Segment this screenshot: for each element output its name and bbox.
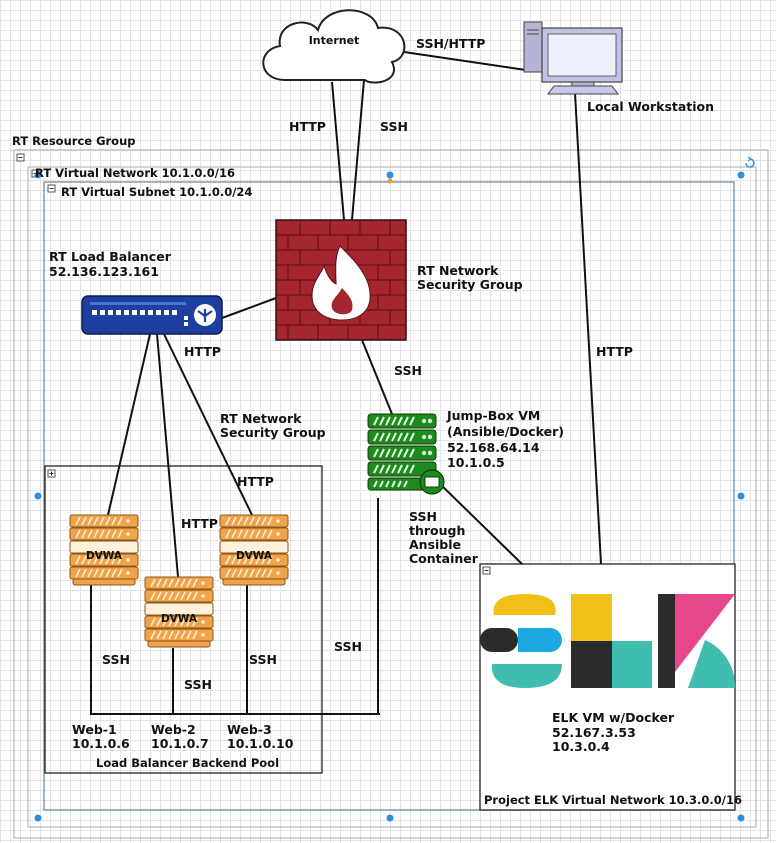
conn-label: HTTP <box>596 344 633 359</box>
line-nsg-jumpbox <box>361 339 393 415</box>
line-lb-web3 <box>163 333 253 516</box>
web-3-server-icon[interactable] <box>219 514 289 586</box>
conn-label: SSH <box>409 509 437 524</box>
conn-label: Ansible <box>409 537 461 552</box>
rotate-icon[interactable] <box>745 158 755 168</box>
internet-cloud-icon[interactable] <box>262 9 406 84</box>
web-3-app-label: DVWA <box>236 550 273 562</box>
resource-group-box <box>13 149 769 839</box>
load-balancer-icon[interactable] <box>81 295 223 335</box>
rotate-handle[interactable] <box>387 178 393 184</box>
elk-private-ip: 10.3.0.4 <box>552 739 610 754</box>
expand-icon[interactable] <box>47 469 56 478</box>
load-balancer-ip: 52.136.123.161 <box>49 264 159 279</box>
jumpbox-public-ip: 52.168.64.14 <box>447 440 540 455</box>
conn-label: through <box>409 523 465 538</box>
jumpbox-sub: (Ansible/Docker) <box>447 424 564 439</box>
collapse-icon[interactable] <box>16 153 25 162</box>
conn-label: HTTP <box>184 344 221 359</box>
conn-label: SSH <box>184 677 212 692</box>
conn-label: SSH <box>334 639 362 654</box>
conn-label: HTTP <box>237 474 274 489</box>
web-3-ip: 10.1.0.10 <box>227 736 294 751</box>
elk-logo <box>480 594 736 688</box>
web-1-ip: 10.1.0.6 <box>72 736 130 751</box>
nsg-label: Security Group <box>220 425 326 440</box>
conn-label: HTTP <box>289 119 326 134</box>
collapse-icon[interactable] <box>47 184 56 193</box>
web-1-server-icon[interactable] <box>69 514 139 586</box>
elk-network-label: Project ELK Virtual Network 10.3.0.0/16 <box>484 793 742 807</box>
backend-pool-label: Load Balancer Backend Pool <box>96 756 279 770</box>
web-2-name: Web-2 <box>151 722 196 737</box>
workstation-label: Local Workstation <box>587 99 714 114</box>
vnet-label: RT Virtual Network 10.1.0.0/16 <box>35 166 235 180</box>
nsg-label: RT Network <box>417 263 499 278</box>
conn-label: Container <box>409 551 479 566</box>
line-workstation-elk <box>574 92 602 565</box>
conn-label: SSH/HTTP <box>416 36 485 51</box>
conn-label: SSH <box>380 119 408 134</box>
nsg-label: Security Group <box>417 277 523 292</box>
subnet-label: RT Virtual Subnet 10.1.0.0/24 <box>61 185 252 199</box>
firewall-icon[interactable] <box>275 219 407 341</box>
web-2-app-label: DVWA <box>161 613 198 625</box>
web-3-name: Web-3 <box>227 722 272 737</box>
jumpbox-server-icon[interactable] <box>367 413 445 495</box>
resource-group-label: RT Resource Group <box>12 134 136 148</box>
load-balancer-name: RT Load Balancer <box>49 249 172 264</box>
web-2-ip: 10.1.0.7 <box>151 736 209 751</box>
line-lb-nsg <box>221 297 277 319</box>
collapse-icon[interactable] <box>482 566 491 575</box>
line-jumpbox-elk <box>437 481 523 565</box>
line-lb-web1 <box>107 333 151 516</box>
elk-vm-name: ELK VM w/Docker <box>552 710 675 725</box>
selection-handles[interactable] <box>34 171 745 822</box>
workstation-icon[interactable] <box>523 21 623 95</box>
backend-pool-box <box>44 465 323 774</box>
jumpbox-name: Jump-Box VM <box>446 408 540 423</box>
line-internet-nsg-ssh <box>351 79 365 221</box>
conn-label: SSH <box>394 363 422 378</box>
conn-label: SSH <box>249 652 277 667</box>
web-2-server-icon[interactable] <box>144 576 214 648</box>
internet-label: Internet <box>309 34 360 47</box>
conn-label: SSH <box>102 652 130 667</box>
line-internet-workstation <box>403 51 527 71</box>
web-1-app-label: DVWA <box>86 550 123 562</box>
jumpbox-private-ip: 10.1.0.5 <box>447 455 505 470</box>
vnet-box <box>27 166 757 828</box>
web-1-name: Web-1 <box>72 722 117 737</box>
line-internet-nsg-http <box>331 81 345 221</box>
elk-public-ip: 52.167.3.53 <box>552 725 636 740</box>
conn-label: HTTP <box>181 516 218 531</box>
nsg-label: RT Network <box>220 411 302 426</box>
line-lb-web2 <box>156 333 179 578</box>
